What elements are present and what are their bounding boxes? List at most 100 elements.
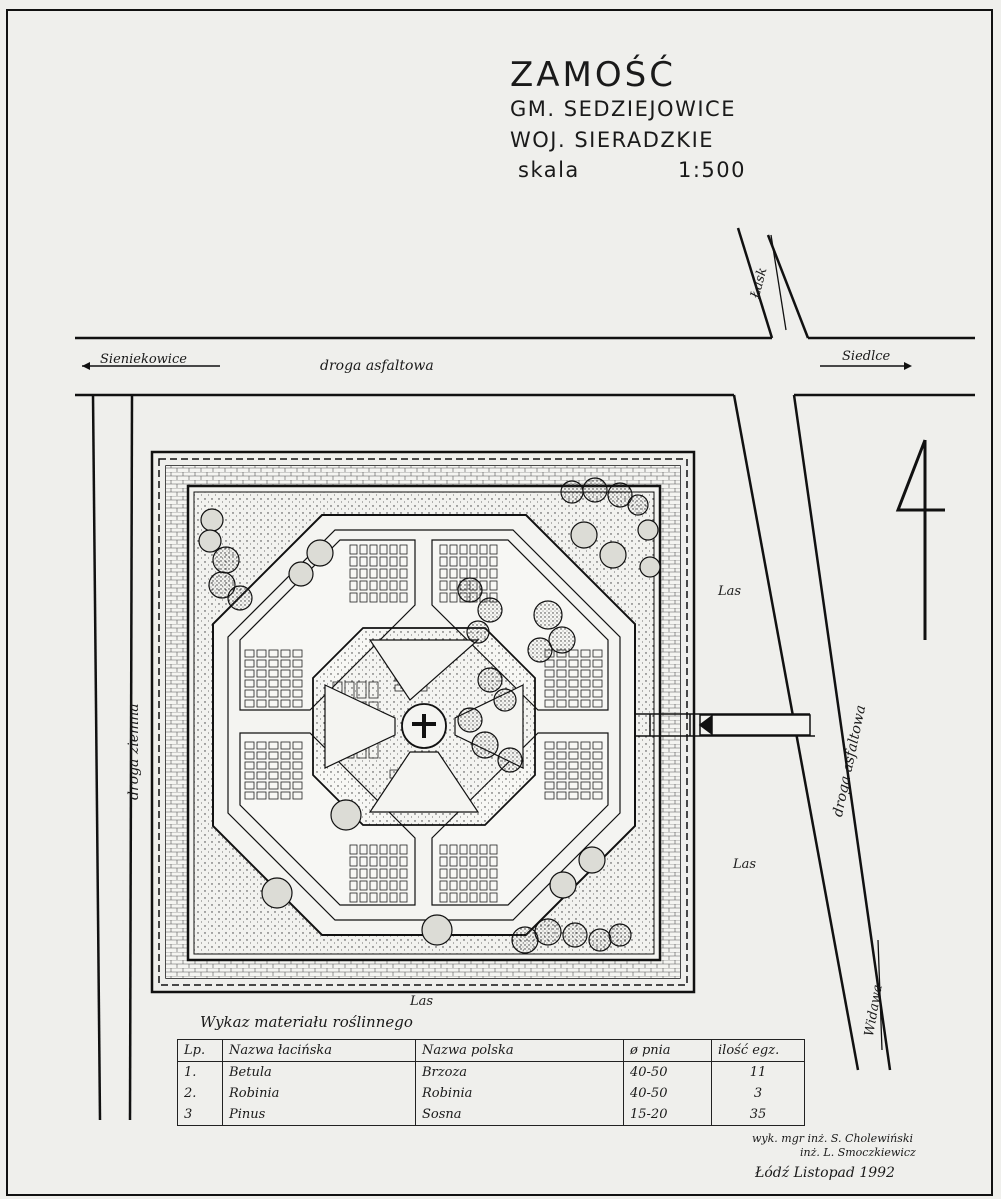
grave-plot [459, 892, 468, 903]
grave-plot [449, 892, 458, 903]
grave-plot [389, 844, 398, 855]
grave-plot [359, 856, 368, 867]
grave-plot [244, 689, 255, 698]
grave-plot [489, 580, 498, 591]
grave-plot [280, 781, 291, 790]
grave-plot [459, 880, 468, 891]
grave-plot [244, 771, 255, 780]
grave-plot [544, 791, 555, 800]
grave-plot [439, 556, 448, 567]
grave-plot [544, 669, 555, 678]
grave-plot [399, 592, 408, 603]
grave-plot [439, 880, 448, 891]
grave-plot [280, 791, 291, 800]
tree-icon [330, 799, 362, 831]
grave-plot [449, 868, 458, 879]
grave-plot [459, 844, 468, 855]
grave-plot [389, 556, 398, 567]
grave-plot [359, 544, 368, 555]
grave-plot [479, 544, 488, 555]
grave-plot [349, 580, 358, 591]
trees [198, 477, 661, 954]
grave-plot [349, 592, 358, 603]
grave-plot [369, 844, 378, 855]
grave-plot [459, 568, 468, 579]
grave-plot [399, 868, 408, 879]
grave-plot [544, 761, 555, 770]
grave-plot [349, 892, 358, 903]
plant-list-title: Wykaz materiału roślinnego [200, 1013, 413, 1031]
grave-plot [439, 592, 448, 603]
grave-plot [592, 741, 603, 750]
grave-plot [369, 592, 378, 603]
tree-icon [493, 688, 517, 712]
grave-plot [244, 751, 255, 760]
grave-plot [580, 771, 591, 780]
grave-plot [592, 649, 603, 658]
plant-table: Lp. Nazwa łacińska Nazwa polska ø pnia i… [177, 1039, 805, 1126]
grave-plot [439, 568, 448, 579]
grave-plot [379, 580, 388, 591]
grave-plot [292, 761, 303, 770]
grave-plot [292, 781, 303, 790]
grave-plot [580, 649, 591, 658]
tree-icon [637, 519, 659, 541]
grave-plot [592, 781, 603, 790]
grave-plot [556, 781, 567, 790]
label-forest-e: Las [733, 857, 757, 872]
grave-plot [379, 568, 388, 579]
road-dirt [91, 394, 134, 1121]
col-count: ilość egz. [711, 1039, 805, 1062]
label-siedlce: Siedlce [842, 349, 891, 364]
grave-plot [292, 699, 303, 708]
grave-plot [389, 568, 398, 579]
grave-plot [349, 556, 358, 567]
grave-plot [449, 556, 458, 567]
tree-icon [599, 541, 627, 569]
grave-plot [439, 892, 448, 903]
grave-plot [244, 659, 255, 668]
grave-plot [379, 544, 388, 555]
grave-plot [556, 669, 567, 678]
grave-plot [580, 761, 591, 770]
grave-plot [280, 771, 291, 780]
tree-icon [497, 747, 523, 773]
grave-plot [292, 751, 303, 760]
grave-plot [389, 856, 398, 867]
road-main [75, 336, 975, 397]
grave-plot [280, 699, 291, 708]
grave-plot [592, 751, 603, 760]
grave-plot [349, 880, 358, 891]
grave-plot [568, 659, 579, 668]
grave-plot [244, 669, 255, 678]
grave-plot [469, 544, 478, 555]
grave-plot [469, 856, 478, 867]
grave-plot [544, 689, 555, 698]
grave-plot [256, 771, 267, 780]
grave-plot [349, 868, 358, 879]
inner-quarters [324, 639, 524, 813]
tree-icon [457, 577, 483, 603]
grave-plot [568, 761, 579, 770]
tree-icon [421, 914, 453, 946]
credit-author-2: inż. L. Smoczkiewicz [800, 1146, 916, 1159]
grave-plot [449, 844, 458, 855]
grave-plot [244, 791, 255, 800]
grave-plot [399, 892, 408, 903]
grave-plot [359, 868, 368, 879]
tree-icon [466, 620, 490, 644]
tree-icon [198, 529, 222, 553]
grave-plot [580, 781, 591, 790]
grave-plot [580, 669, 591, 678]
grave-plot [349, 856, 358, 867]
label-forest-ne: Las [718, 584, 742, 599]
grave-plot [292, 669, 303, 678]
grave-plot [580, 741, 591, 750]
wojewodztwo-label: WOJ. SIERADZKIE [510, 128, 715, 152]
grave-plot [568, 741, 579, 750]
grave-plot [349, 568, 358, 579]
tree-icon [578, 846, 606, 874]
grave-plot [256, 699, 267, 708]
